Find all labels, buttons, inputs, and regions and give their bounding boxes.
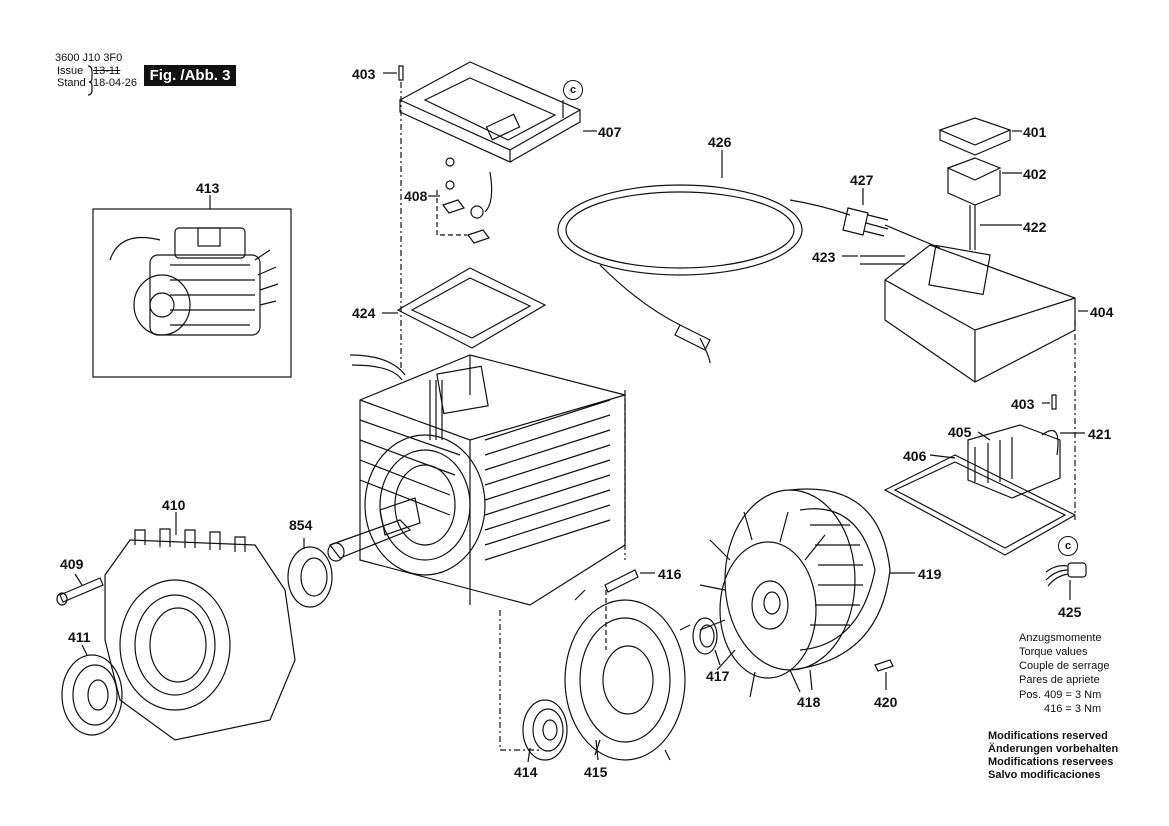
rocker-switch-402 [946, 157, 1002, 206]
part-label-420: 420 [874, 694, 898, 710]
end-shield-410 [104, 528, 296, 741]
connector-mark-c-top: c [563, 80, 583, 100]
fan-end-shield-415 [564, 589, 691, 761]
part-label-403: 403 [352, 66, 376, 82]
part-label-419: 419 [918, 566, 942, 582]
switch-housing-404 [884, 244, 1076, 383]
part-label-407: 407 [598, 124, 622, 140]
part-label-414: 414 [514, 764, 538, 780]
doc-number: 3600 J10 3F0 [55, 52, 123, 64]
bearing-411 [61, 654, 123, 736]
modifications-line: Änderungen vorbehalten [988, 743, 1119, 755]
torque-note-line: Torque values [1019, 646, 1088, 658]
part-label-411: 411 [68, 629, 91, 645]
connector-425 [1045, 562, 1087, 587]
screw-416 [604, 569, 639, 593]
part-label-427: 427 [850, 172, 874, 188]
stand-value: 18-04-26 [93, 77, 138, 89]
ground-parts-408 [442, 157, 493, 244]
part-label-402: 402 [1023, 166, 1047, 182]
part-label-424: 424 [352, 305, 376, 321]
torque-note-line: Pos. 409 = 3 Nm [1019, 689, 1102, 701]
screw-409 [56, 577, 104, 606]
motor-assembly-thumbnail [109, 227, 279, 336]
top-cover-407 [398, 61, 582, 163]
part-label-416: 416 [658, 566, 682, 582]
modifications-line: Salvo modificaciones [988, 769, 1101, 781]
torque-note-line: Couple de serrage [1019, 660, 1110, 672]
terminal-block-405 [967, 424, 1061, 499]
part-label-425: 425 [1058, 604, 1082, 620]
shaft-seal-854 [287, 546, 333, 608]
torque-note-line: Anzugsmomente [1019, 632, 1102, 644]
issue-label: Issue [57, 65, 84, 77]
motor-stator-housing [349, 354, 626, 606]
part-label-421: 421 [1088, 426, 1112, 442]
switch-cap-401 [938, 117, 1012, 156]
torque-note-line: 416 = 3 Nm [1044, 703, 1102, 715]
part-label-422: 422 [1023, 219, 1047, 235]
gasket-406 [883, 454, 1077, 556]
strain-relief-427 [842, 207, 889, 237]
gasket-424 [396, 267, 547, 349]
part-label-405: 405 [948, 424, 972, 440]
part-label-415: 415 [584, 764, 608, 780]
part-label-401: 401 [1023, 124, 1047, 140]
bearing-414 [522, 699, 568, 761]
part-label-854: 854 [289, 517, 313, 533]
fan-cover-419 [724, 488, 891, 671]
part-label-417: 417 [706, 668, 730, 684]
connector-mark-c-bottom: c [1058, 536, 1078, 556]
part-label-418: 418 [797, 694, 821, 710]
power-cable-426 [557, 184, 851, 364]
stand-label: Stand [57, 77, 86, 89]
part-label-409: 409 [60, 556, 84, 572]
part-label-408: 408 [404, 188, 428, 204]
issue-value: 13-11 [93, 65, 121, 77]
part-label-403-right: 403 [1011, 396, 1035, 412]
motor-shaft [327, 497, 421, 562]
torque-note-line: Pares de apriete [1019, 674, 1100, 686]
part-label-410: 410 [162, 497, 186, 513]
part-label-406: 406 [903, 448, 927, 464]
figure-label: Fig. /Abb. 3 [144, 65, 236, 86]
part-label-413: 413 [196, 180, 220, 196]
modifications-line: Modifications reservees [988, 756, 1114, 768]
bearing-417 [692, 617, 718, 655]
modifications-line: Modifications reserved [988, 730, 1108, 742]
fan-418 [699, 511, 826, 698]
part-label-426: 426 [708, 134, 732, 150]
part-label-404: 404 [1090, 304, 1114, 320]
motor-inset-frame [92, 208, 292, 378]
part-label-423: 423 [812, 249, 836, 265]
